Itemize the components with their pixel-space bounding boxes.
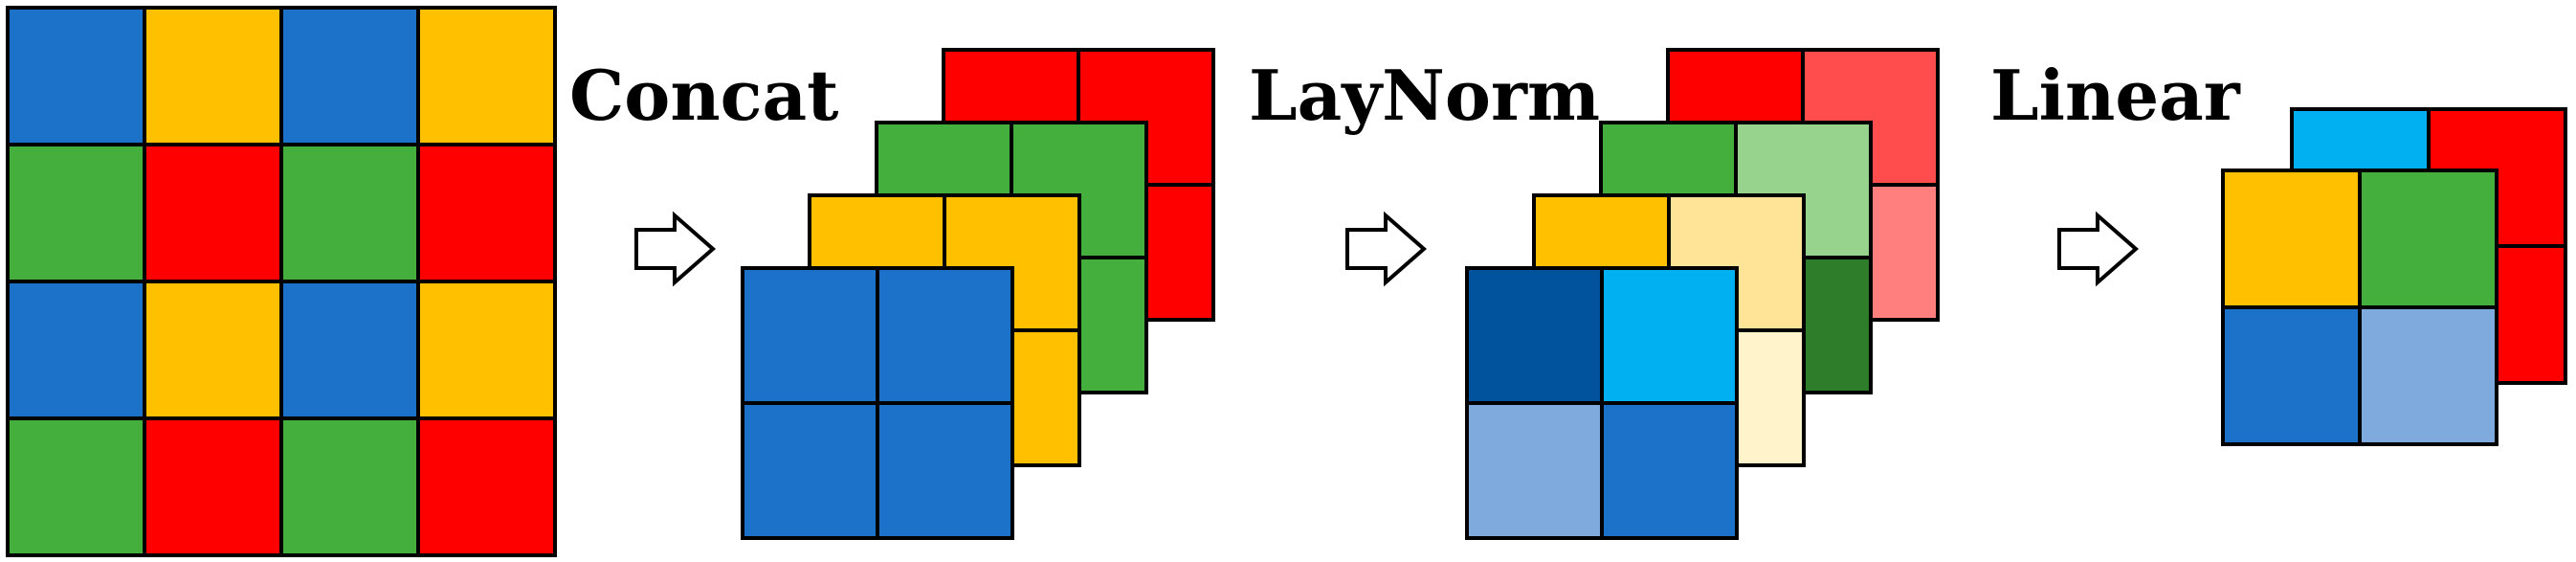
- cell-green: [279, 143, 420, 283]
- stack-layer: [2221, 169, 2498, 446]
- cell-green: [6, 143, 146, 283]
- cell-blue: [1600, 401, 1739, 540]
- cell-blue: [741, 401, 879, 540]
- cell-blue: [6, 6, 146, 146]
- cell-yellow: [143, 280, 283, 420]
- cell-blue: [279, 280, 420, 420]
- cell-sky_blue: [1600, 266, 1739, 405]
- layernorm-label: LayNorm: [1249, 55, 1600, 136]
- cell-blue: [876, 401, 1014, 540]
- cell-light_blue: [2358, 305, 2498, 446]
- cell-red: [143, 143, 283, 283]
- linear-label: Linear: [1990, 55, 2241, 136]
- cell-blue: [2221, 305, 2362, 446]
- cell-green: [2358, 169, 2498, 309]
- cell-light_blue: [1465, 401, 1604, 540]
- cell-red: [416, 416, 557, 557]
- concat-stack: [741, 48, 1215, 540]
- cell-yellow: [416, 6, 557, 146]
- cell-blue: [876, 266, 1014, 405]
- cell-blue: [741, 266, 879, 405]
- right-outline-arrow-icon: [2057, 211, 2140, 287]
- linear-stack: [2221, 107, 2567, 446]
- cell-red: [416, 143, 557, 283]
- right-outline-arrow-icon: [634, 211, 717, 287]
- cell-green: [279, 416, 420, 557]
- cell-green: [6, 416, 146, 557]
- stack-layer: [741, 266, 1014, 540]
- right-outline-arrow-icon: [1345, 211, 1428, 287]
- stack-layer: [1465, 266, 1739, 540]
- cell-dark_blue: [1465, 266, 1604, 405]
- cell-yellow: [143, 6, 283, 146]
- arrow-icon: [2057, 211, 2140, 287]
- input-grid-cells: [6, 6, 557, 557]
- input-feature-grid: [6, 6, 557, 557]
- cell-blue: [6, 280, 146, 420]
- cell-red: [143, 416, 283, 557]
- concat-label: Concat: [569, 55, 838, 136]
- arrow-icon: [1345, 211, 1428, 287]
- cell-blue: [279, 6, 420, 146]
- arrow-icon: [634, 211, 717, 287]
- cell-yellow: [416, 280, 557, 420]
- layernorm-stack: [1465, 48, 1940, 540]
- cell-yellow: [2221, 169, 2362, 309]
